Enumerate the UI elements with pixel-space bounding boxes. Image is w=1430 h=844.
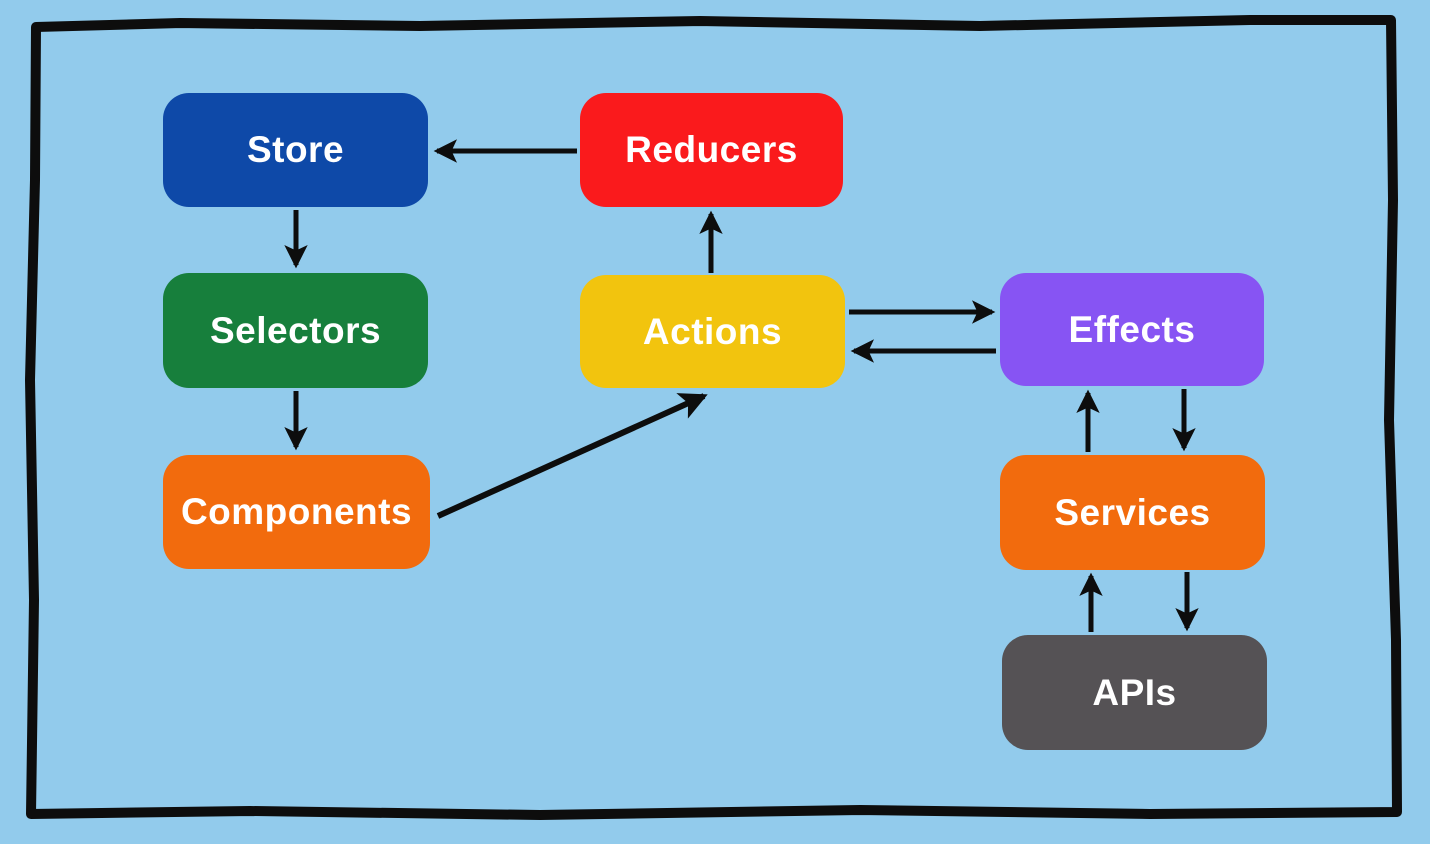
node-apis: APIs bbox=[1002, 635, 1267, 750]
node-services: Services bbox=[1000, 455, 1265, 570]
edge-components-to-actions bbox=[436, 393, 708, 519]
node-store: Store bbox=[163, 93, 428, 207]
hand-drawn-border bbox=[25, 15, 1402, 820]
node-selectors: Selectors bbox=[163, 273, 428, 388]
node-actions: Actions bbox=[580, 275, 845, 388]
node-reducers: Reducers bbox=[580, 93, 843, 207]
node-components: Components bbox=[163, 455, 430, 569]
node-effects: Effects bbox=[1000, 273, 1264, 386]
